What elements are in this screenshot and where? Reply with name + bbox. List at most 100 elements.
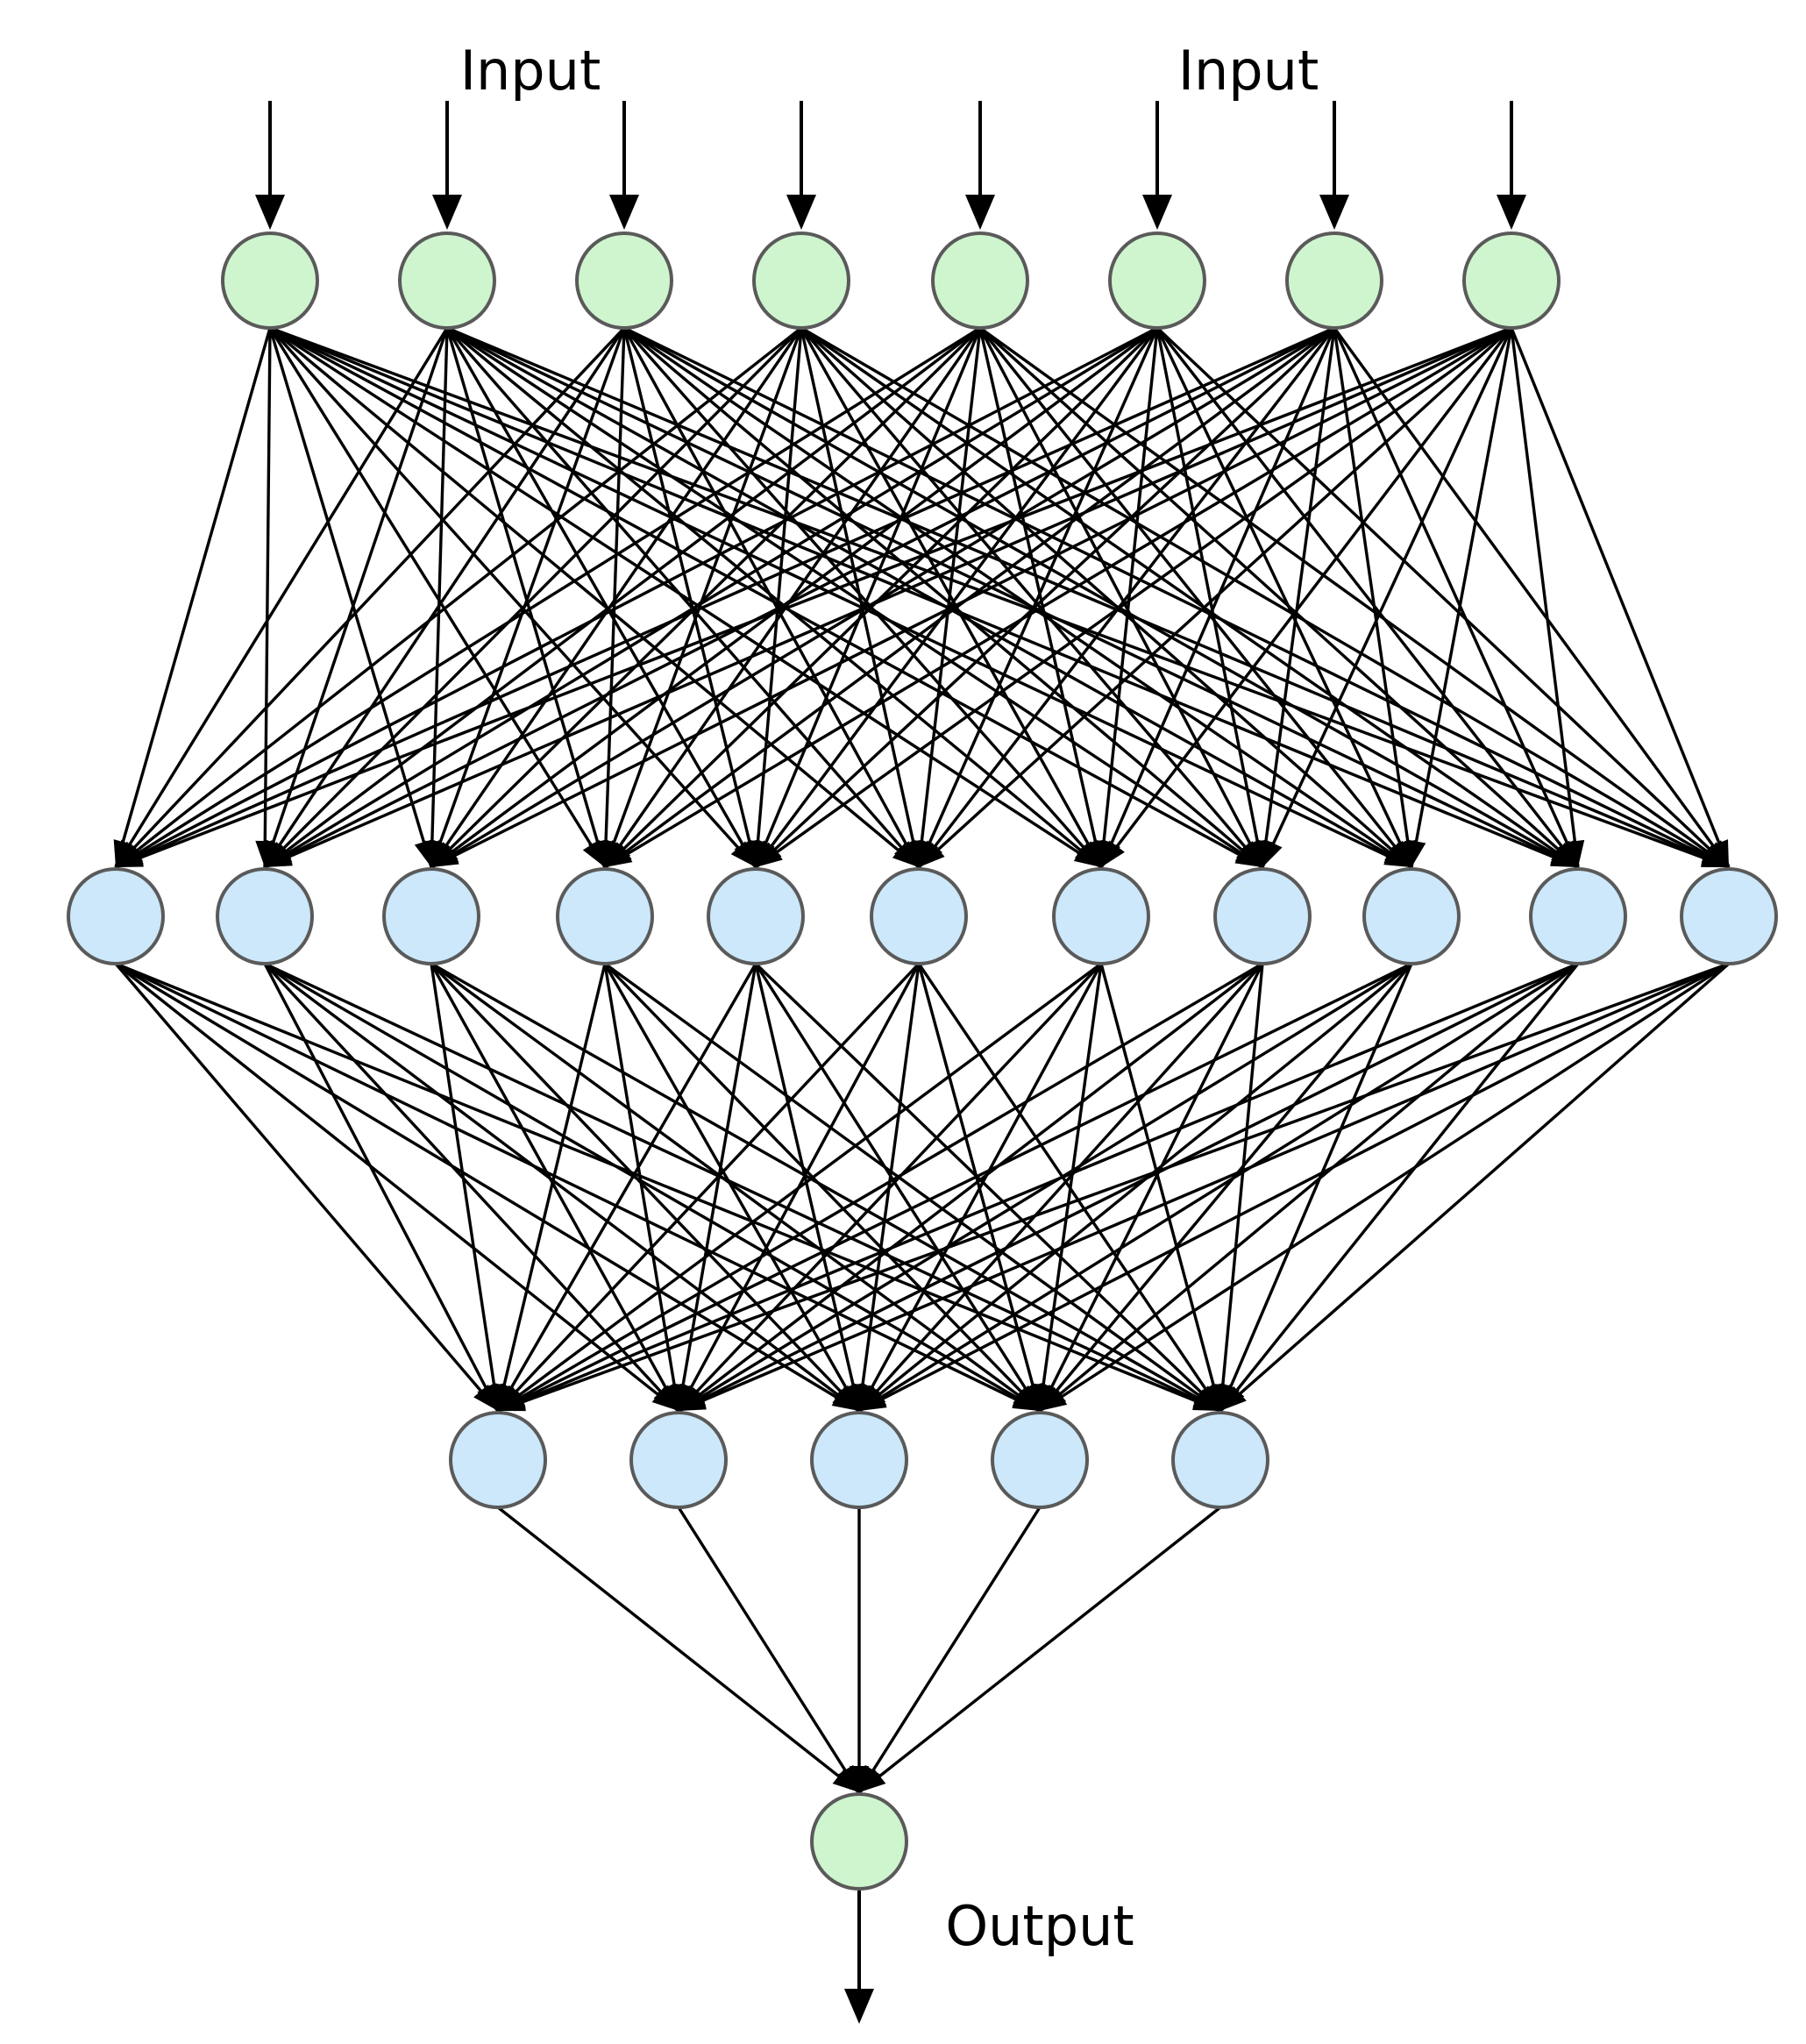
- connection-l1-4-to-2: [754, 963, 861, 1412]
- connection-l0-5-to-10: [1155, 326, 1731, 869]
- connection-l1-4-to-0: [496, 963, 757, 1412]
- connection-l0-7-to-6: [1099, 326, 1513, 869]
- connection-arrowhead-l0-7-to-9: [1565, 839, 1585, 867]
- connection-l1-6-to-3: [1038, 963, 1103, 1412]
- connection-arrowhead-l0-7-to-7: [1262, 839, 1283, 867]
- connection-l1-7-to-1: [677, 962, 1264, 1413]
- connections: [114, 326, 1731, 1794]
- connection-arrowhead-l0-7-to-8: [1406, 839, 1426, 867]
- connection-l0-3-to-5: [800, 327, 921, 868]
- connection-l0-0-to-2: [268, 327, 433, 868]
- connection-l0-6-to-1: [264, 326, 1335, 869]
- hidden-layer-2-node-2: [810, 1411, 908, 1509]
- input-arrowhead-0: [255, 195, 285, 230]
- connection-l0-4-to-9: [978, 326, 1580, 869]
- connection-arrowhead-l1-10-to-3: [1040, 1388, 1068, 1411]
- input-arrowhead-3: [786, 195, 816, 230]
- hidden-layer-1-node-4: [707, 867, 805, 965]
- connection-l1-7-to-2: [857, 962, 1264, 1413]
- connection-l0-6-to-5: [917, 326, 1336, 869]
- connection-l0-1-to-10: [446, 326, 1730, 869]
- connection-l1-5-to-0: [496, 962, 921, 1413]
- hidden-layer-2-node-0: [449, 1411, 547, 1509]
- connection-l1-3-to-3: [603, 962, 1042, 1413]
- hidden-layer-1-node-6: [1052, 867, 1150, 965]
- hidden-layer-1-node-8: [1362, 867, 1461, 965]
- connection-l0-6-to-9: [1333, 327, 1580, 868]
- connection-l0-1-to-0: [114, 327, 449, 868]
- connection-arrowhead-l1-10-to-1: [679, 1392, 707, 1411]
- hidden-layer-1-node-5: [870, 867, 968, 965]
- connection-l0-1-to-6: [445, 326, 1103, 869]
- connection-l0-6-to-2: [430, 326, 1335, 869]
- connection-l0-6-to-0: [115, 326, 1335, 869]
- connection-l0-0-to-1: [263, 327, 272, 868]
- hidden-layer-1-node-0: [67, 867, 165, 965]
- connection-l1-0-to-1: [114, 962, 680, 1413]
- connection-l0-5-to-8: [1155, 327, 1413, 868]
- connection-l0-6-to-6: [1099, 327, 1336, 868]
- connection-l1-2-to-1: [430, 963, 680, 1412]
- connection-l0-7-to-2: [430, 326, 1512, 869]
- connection-l0-4-to-7: [978, 327, 1264, 868]
- connection-arrowhead-l1-10-to-2: [859, 1390, 887, 1411]
- connection-l0-2-to-8: [623, 326, 1412, 869]
- connection-l1-9-to-2: [858, 962, 1579, 1413]
- output-label: Output: [945, 1894, 1134, 1958]
- input-arrowhead-5: [1142, 195, 1172, 230]
- connection-l0-3-to-10: [800, 326, 1730, 869]
- connection-l1-4-to-4: [754, 962, 1222, 1413]
- connection-arrowhead-l0-7-to-0: [116, 848, 144, 867]
- connection-arrowhead-l0-7-to-1: [265, 847, 293, 867]
- connection-l0-7-to-5: [917, 326, 1513, 869]
- connection-l1-8-to-1: [678, 962, 1412, 1413]
- output-arrowhead: [844, 1989, 874, 2024]
- connection-l1-6-to-1: [677, 962, 1103, 1413]
- connection-l0-7-to-9: [1510, 327, 1580, 868]
- connection-arrowhead-l0-7-to-5: [919, 842, 945, 867]
- hidden-layer-1-node-9: [1529, 867, 1627, 965]
- hidden-layer-1-node-2: [382, 867, 480, 965]
- connection-l0-4-to-8: [978, 326, 1413, 869]
- connection-l0-5-to-7: [1155, 327, 1264, 868]
- hidden-layer-1-node-1: [216, 867, 314, 965]
- connection-arrowhead-l0-7-to-2: [431, 846, 459, 867]
- connection-l1-9-to-3: [1038, 962, 1580, 1413]
- connection-l1-9-to-0: [497, 962, 1579, 1413]
- connection-l1-10-to-2: [858, 962, 1730, 1413]
- connection-l0-3-to-7: [800, 326, 1264, 869]
- connection-l0-4-to-4: [754, 327, 982, 868]
- connection-l1-7-to-0: [497, 962, 1263, 1413]
- connection-l0-5-to-5: [917, 327, 1159, 868]
- connection-l0-4-to-6: [978, 327, 1103, 868]
- connection-l1-6-to-4: [1099, 963, 1222, 1412]
- output-layer-node-0: [810, 1792, 908, 1891]
- connection-l0-0-to-5: [268, 326, 921, 869]
- input-layer-node-0: [221, 231, 319, 330]
- connection-l0-1-to-1: [263, 327, 449, 868]
- connection-l0-4-to-5: [917, 327, 982, 868]
- connection-l0-4-to-0: [115, 326, 981, 869]
- connection-l1-9-to-4: [1219, 962, 1580, 1413]
- io-arrows: [255, 101, 1526, 2024]
- connection-l1-2-to-3: [430, 962, 1042, 1413]
- connection-l1-9-to-1: [678, 962, 1579, 1413]
- input-arrowhead-4: [965, 195, 995, 230]
- connection-l1-10-to-0: [497, 962, 1730, 1413]
- input-layer-node-2: [575, 231, 673, 330]
- connection-l0-1-to-3: [445, 327, 607, 868]
- connection-l0-7-to-10: [1510, 327, 1731, 868]
- connection-l0-7-to-1: [264, 326, 1512, 869]
- connection-l2-1-to-0: [677, 1506, 861, 1793]
- input-arrowhead-2: [609, 195, 639, 230]
- connection-arrowhead-l1-10-to-4: [1220, 1385, 1247, 1411]
- connection-l0-6-to-7: [1261, 327, 1336, 868]
- connection-l1-8-to-0: [497, 962, 1412, 1413]
- connection-l0-2-to-5: [622, 327, 921, 868]
- connection-l0-5-to-2: [430, 326, 1159, 869]
- input-arrowhead-1: [432, 195, 462, 230]
- input-layer-node-7: [1462, 231, 1561, 330]
- connection-l0-5-to-1: [264, 326, 1158, 869]
- connection-l1-7-to-3: [1038, 963, 1264, 1412]
- connection-l0-3-to-0: [114, 326, 803, 869]
